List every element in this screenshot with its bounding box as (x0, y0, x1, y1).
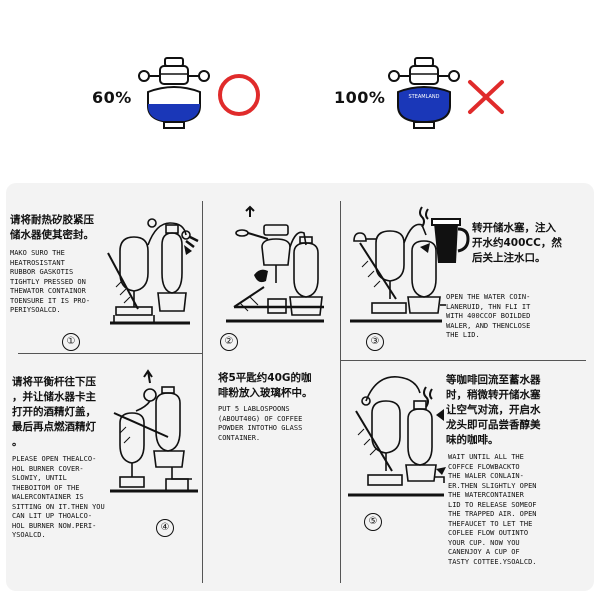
kettle-100-icon: STEAMLAND (388, 57, 460, 129)
step-4-number: ④ (156, 519, 174, 537)
lower-lever-illustration (110, 369, 198, 493)
divider (202, 201, 203, 583)
fill-level-comparison: 60% 100% STEAMLAND (0, 0, 600, 175)
right-percent-label: 100% (334, 88, 386, 107)
kettle-100-label: STEAMLAND (408, 94, 439, 100)
pour-water-illustration (350, 206, 446, 323)
siphon-gasket-illustration (107, 218, 199, 325)
step-1-number: ① (62, 333, 80, 351)
correct-circle-icon (218, 74, 260, 116)
step-2-number: ② (220, 333, 238, 351)
divider (18, 353, 202, 354)
water-jug-icon (431, 218, 470, 263)
coffee-flow-illustration (348, 376, 446, 497)
divider (340, 360, 586, 361)
kettle-60-icon (138, 57, 210, 129)
step-3-english: OPEN THE WATER COIN-LANERUID, THN FLI IT… (446, 293, 531, 339)
step-2-english: PUT 5 LABLOSPOONS(ABOUT40G) OF COFFEE PO… (218, 405, 303, 442)
step-5-number: ⑤ (364, 513, 382, 531)
coffee-powder-illustration (226, 205, 324, 323)
left-percent-label: 60% (92, 88, 132, 107)
step-3-number: ③ (366, 333, 384, 351)
divider (340, 201, 341, 583)
step-4-english: PLEASE OPEN THEALCO-HOL BURNER COVER-SLO… (12, 455, 105, 539)
wrong-cross-icon (468, 80, 504, 114)
